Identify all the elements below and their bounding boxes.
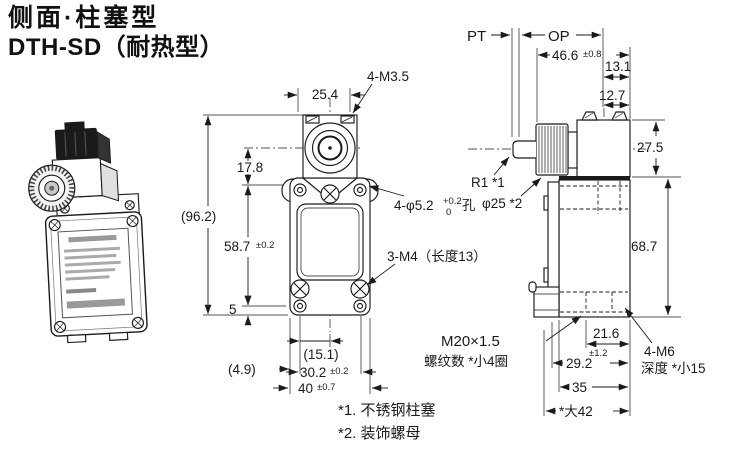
front-mount-hole [293,183,307,197]
footnote-1: *1. 不锈钢柱塞 [338,402,436,419]
side-op-label: OP [548,28,570,45]
title-line1: 侧面·柱塞型 [8,4,160,32]
side-pt-label: PT [467,28,486,45]
side-conduit-label-1: M20×1.5 [441,333,500,350]
side-dim-13-1: 13.1 [605,59,631,74]
front-hole-tol-minus: 0 [446,207,451,218]
title-line2: DTH-SD（耐热型） [8,33,225,61]
side-hinge [543,195,549,211]
front-dim-30-2: 30.2 [300,365,326,380]
side-collar [567,131,578,169]
front-plunger [317,135,343,161]
side-dim-46-6-tol: ±0.8 [583,49,601,60]
side-plunger-note: R1 *1 [471,175,505,190]
front-view-dimensions: 25.4 4-M3.5 (96.2) 17.8 58.7 ±0.2 5 4-φ5… [181,69,487,396]
side-dim-46-6: 46.6 [552,48,578,63]
side-plunger [512,140,536,159]
front-head-tab [340,115,355,124]
side-head-tab [611,111,628,121]
side-body [558,179,631,318]
footnotes: *1. 不锈钢柱塞 *2. 装饰螺母 [338,400,436,445]
front-label-4-m3-5: 4-M3.5 [367,69,409,84]
side-dim-21-6: 21.6 [593,326,619,341]
front-mount-hole [293,299,307,313]
front-plunger-outer [304,122,356,174]
side-decorative-nut [535,123,569,176]
front-head-tab [305,115,320,124]
front-thread-label: 3-M4（长度13） [387,249,487,264]
side-screws-label-2: 深度 *小15 [641,361,706,376]
front-dim-30-2-tol: ±0.2 [330,366,348,377]
front-dim-25-4: 25.4 [312,87,339,102]
side-dim-29-2: 29.2 [566,356,592,371]
page-title: 侧面·柱塞型 DTH-SD（耐热型） [8,4,224,62]
side-conduit-label-2: 螺纹数 *小4圈 [424,354,508,369]
side-hinge [543,267,549,283]
front-dim-40: 40 [298,381,313,396]
front-dim-4-9: (4.9) [228,362,256,377]
footnote-2: *2. 装饰螺母 [338,424,421,442]
front-hole-char: 孔 [462,198,476,213]
side-dim-68-7: 68.7 [631,239,657,254]
side-dim-29-2-tol: ±1.2 [589,348,607,359]
side-gasket [559,176,630,180]
product-photo [28,121,148,344]
front-dim-15-1: (15.1) [303,347,338,362]
side-view-dimensions: PT OP 46.6 ±0.8 13.1 12.7 27.5 68.7 R1 *… [424,28,706,419]
front-dim-58-7-tol: ±0.2 [256,240,274,251]
side-head-tab [581,111,598,121]
front-dim-5: 5 [229,302,237,317]
front-mount-hole [353,299,367,313]
side-head [576,119,631,178]
product-foot [108,331,129,341]
side-view-drawing [468,108,646,318]
front-dim-40-tol: ±0.7 [317,382,335,393]
front-hole-tol-plus: +0.2 [443,196,462,207]
side-conduit [533,286,560,318]
front-hole-label: 4-φ5.2 [394,198,434,213]
front-dim-17-8: 17.8 [237,160,263,175]
product-foot [66,334,87,344]
side-nut-note: φ25 *2 [482,196,522,211]
side-dim-42: *大42 [559,404,593,419]
front-dim-96-2: (96.2) [181,209,216,224]
side-dim-35: 35 [572,380,587,395]
side-screws-label-1: 4-M6 [644,344,675,359]
front-mount-hole [353,183,367,197]
front-window [296,203,364,281]
side-dim-12-7: 12.7 [599,88,625,103]
front-view-drawing [244,98,379,332]
front-dim-58-7: 58.7 [224,239,250,254]
side-dim-27-5: 27.5 [637,140,663,155]
